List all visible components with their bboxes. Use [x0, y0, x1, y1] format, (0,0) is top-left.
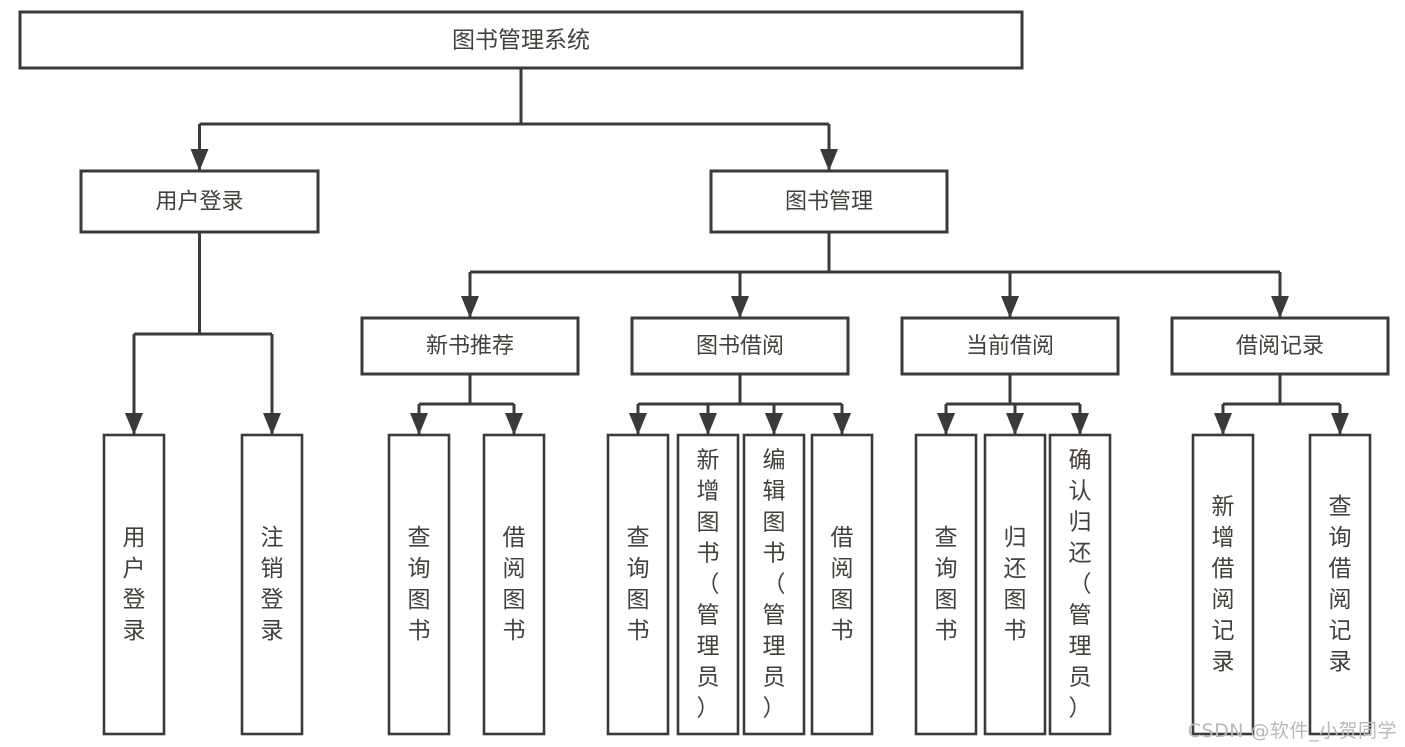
node-box[interactable] [387, 433, 451, 736]
leaf-node[interactable]: 查询图书 [387, 433, 451, 736]
leaf-node[interactable]: 注销登录 [240, 433, 304, 736]
node-label-vertical: 查询图书 [627, 525, 650, 644]
arrow-head-icon [1006, 413, 1024, 435]
leaf-node[interactable]: 查询借阅记录 [1308, 433, 1372, 736]
node-box[interactable] [102, 433, 166, 736]
leaf-node[interactable]: 借阅图书 [810, 433, 874, 736]
leaf-node[interactable]: 新增借阅记录 [1191, 433, 1255, 736]
node-label-vertical: 查询图书 [935, 525, 958, 644]
leaf-node[interactable]: 用户登录 [102, 433, 166, 736]
node-label-vertical: 用户登录 [123, 525, 146, 644]
node-box[interactable] [900, 316, 1120, 376]
node-label-vertical: 注销登录 [261, 525, 284, 644]
arrow-head-icon [410, 413, 428, 435]
node-label: 借阅记录 [1236, 334, 1324, 359]
arrow-head-icon [190, 149, 209, 171]
leaf-node[interactable]: 新增图书（管理员） [676, 433, 740, 736]
arrow-head-icon [1331, 413, 1349, 435]
arrow-head-icon [1071, 413, 1089, 435]
node-label-vertical: 借阅图书 [503, 525, 526, 644]
leaf-node[interactable]: 确认归还（管理员） [1048, 433, 1112, 736]
arrow-head-icon [505, 413, 523, 435]
leaf-node[interactable]: 借阅图书 [482, 433, 546, 736]
node-box[interactable] [1191, 433, 1255, 736]
branch-node[interactable]: 借阅记录 [1170, 316, 1390, 376]
arrow-head-icon [731, 296, 749, 318]
node-label: 图书借阅 [696, 334, 784, 359]
node-box[interactable] [810, 433, 874, 736]
arrow-head-icon [1001, 296, 1019, 318]
arrow-head-icon [1271, 296, 1289, 318]
arrow-head-icon [699, 413, 717, 435]
node-label: 图书管理系统 [452, 28, 590, 54]
arrow-head-icon [629, 413, 647, 435]
connector-layer [125, 68, 1349, 435]
branch-node[interactable]: 用户登录 [79, 169, 320, 234]
node-label-vertical: 查询图书 [408, 525, 431, 644]
branch-node[interactable]: 当前借阅 [900, 316, 1120, 376]
node-box[interactable] [983, 433, 1047, 736]
arrow-head-icon [820, 149, 838, 171]
arrow-head-icon [125, 413, 143, 435]
arrow-head-icon [833, 413, 851, 435]
node-label-vertical: 借阅图书 [831, 525, 854, 644]
node-layer: 图书管理系统用户登录图书管理用户登录注销登录新书推荐查询图书借阅图书图书借阅查询… [18, 10, 1390, 736]
node-box[interactable] [240, 433, 304, 736]
node-box[interactable] [709, 169, 949, 234]
arrow-head-icon [765, 413, 783, 435]
branch-node[interactable]: 图书管理系统 [18, 10, 1024, 70]
node-box[interactable] [360, 316, 580, 376]
node-box[interactable] [1170, 316, 1390, 376]
arrow-head-icon [1214, 413, 1232, 435]
leaf-node[interactable]: 归还图书 [983, 433, 1047, 736]
leaf-node[interactable]: 查询图书 [914, 433, 978, 736]
node-label-vertical: 确认归还（管理员） [1069, 447, 1092, 721]
node-box[interactable] [914, 433, 978, 736]
node-box[interactable] [676, 433, 740, 736]
node-label-vertical: 归还图书 [1004, 525, 1027, 644]
leaf-node[interactable]: 编辑图书（管理员） [742, 433, 806, 736]
branch-node[interactable]: 图书管理 [709, 169, 949, 234]
node-box[interactable] [630, 316, 850, 376]
node-label: 用户登录 [155, 190, 243, 215]
node-box[interactable] [1308, 433, 1372, 736]
arrow-head-icon [937, 413, 955, 435]
node-box[interactable] [606, 433, 670, 736]
node-label-vertical: 新增图书（管理员） [697, 447, 720, 721]
node-label-vertical: 新增借阅记录 [1212, 494, 1235, 675]
node-box[interactable] [482, 433, 546, 736]
node-box[interactable] [1048, 433, 1112, 736]
node-label: 当前借阅 [966, 334, 1054, 359]
node-label-vertical: 编辑图书（管理员） [763, 447, 786, 721]
branch-node[interactable]: 新书推荐 [360, 316, 580, 376]
branch-node[interactable]: 图书借阅 [630, 316, 850, 376]
watermark: CSDN @软件_小贺同学 [1187, 720, 1397, 742]
leaf-node[interactable]: 查询图书 [606, 433, 670, 736]
node-box[interactable] [742, 433, 806, 736]
node-box[interactable] [18, 10, 1024, 70]
node-box[interactable] [79, 169, 320, 234]
node-label: 图书管理 [785, 190, 873, 215]
arrow-head-icon [263, 413, 281, 435]
node-label: 新书推荐 [426, 334, 514, 359]
arrow-head-icon [461, 296, 479, 318]
node-label-vertical: 查询借阅记录 [1329, 494, 1352, 675]
